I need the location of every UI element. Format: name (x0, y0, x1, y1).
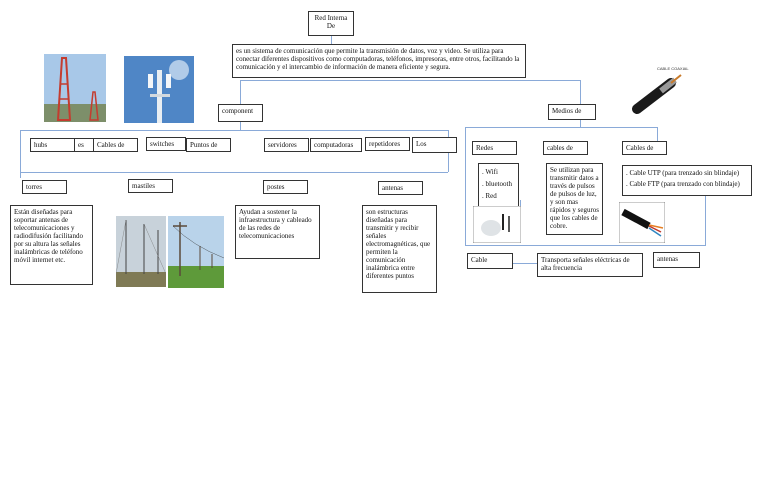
cable-coaxial-caption: CABLE COAXIAL (657, 66, 689, 71)
fibra-label: cables de (543, 141, 588, 155)
mastiles-label: mastiles (128, 179, 173, 193)
mast-photo (124, 56, 194, 123)
antenas-description: son estructuras diseñadas para transmiti… (362, 205, 437, 293)
componentes-header: component (218, 104, 263, 122)
connector-line (465, 245, 705, 246)
antenas-label: antenas (378, 181, 423, 195)
postes-description: Ayudan a sostener la infraestructura y c… (235, 205, 320, 259)
connector-line (331, 36, 332, 44)
connector-line (20, 172, 448, 173)
torres-label: torres (22, 180, 67, 194)
redes-item-red: . Red (482, 192, 497, 200)
component-es: es (74, 138, 94, 152)
redes-item-wifi: . Wifi (482, 168, 498, 176)
component-los: Los (412, 137, 457, 153)
connector-line (705, 196, 706, 246)
medios-header: Medios de (548, 104, 596, 120)
fibra-description: Se utilizan para transmitir datos a trav… (546, 163, 603, 235)
utp-cable-photo (619, 202, 665, 243)
router-photo (473, 206, 521, 243)
cobre-label: Cables de (622, 141, 667, 155)
definition-box: es un sistema de comunicación que permit… (232, 44, 526, 78)
torres-description: Están diseñadas para soportar antenas de… (10, 205, 93, 285)
redes-item-bluetooth: . bluetooth (482, 180, 512, 188)
connector-line (240, 122, 241, 130)
connector-line (465, 127, 657, 128)
component-cables: Cables de (93, 138, 138, 152)
connector-line (580, 120, 581, 128)
postes-photo (168, 216, 224, 288)
cable-description: Transporta señales eléctricas de alta fr… (537, 253, 643, 277)
connector-line (465, 127, 466, 245)
title-box: Red Interna De (308, 11, 354, 36)
medios-antenas-label: antenas (653, 252, 700, 268)
connector-line (580, 80, 581, 104)
connector-line (240, 80, 241, 104)
component-switches: switches (146, 137, 186, 151)
torres-photo (116, 216, 166, 287)
cobre-item-ftp: . Cable FTP (para trenzado con blindaje) (626, 180, 740, 188)
postes-label: postes (263, 180, 308, 194)
cable-label: Cable (467, 253, 513, 269)
tower-photo (44, 54, 106, 122)
component-hubs: hubs (30, 138, 75, 152)
connector-line (657, 127, 658, 141)
redes-list: . Wifi . bluetooth . Red (478, 163, 519, 207)
component-servidores: servidores (264, 138, 309, 152)
connector-line (20, 130, 448, 131)
cobre-item-utp: . Cable UTP (para trenzado sin blindaje) (626, 169, 740, 177)
connector-line (513, 263, 537, 264)
component-computadoras: computadoras (310, 138, 362, 152)
connector-line (240, 80, 580, 81)
component-puntos: Puntos de (186, 138, 231, 152)
cobre-list: . Cable UTP (para trenzado sin blindaje)… (622, 165, 752, 196)
component-repetidores: repetidores (365, 137, 410, 151)
connector-line (20, 130, 21, 178)
cable-coaxial-photo: CABLE COAXIAL (631, 61, 693, 117)
redes-label: Redes (472, 141, 517, 155)
